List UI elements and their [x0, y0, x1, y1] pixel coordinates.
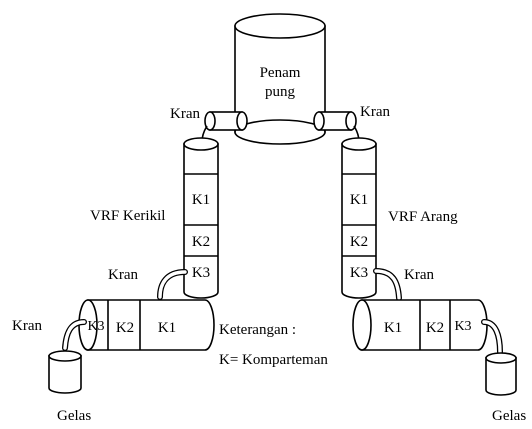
left-tube-k2: K2: [116, 320, 134, 336]
left-tube-k1: K1: [158, 320, 176, 336]
left-column-name: VRF Kerikil: [90, 208, 165, 224]
left-glass-label: Gelas: [57, 408, 91, 424]
right-column-k2: K2: [350, 234, 368, 250]
left-glass: [48, 350, 82, 394]
legend-text: K= Komparteman: [219, 352, 328, 368]
outlet-left-valve-label: Kran: [12, 318, 42, 334]
right-glass-label: Gelas: [492, 408, 526, 424]
top-right-valve: [313, 111, 357, 131]
mid-right-valve-label: Kran: [404, 267, 434, 283]
left-column-k3: K3: [192, 265, 210, 281]
left-column-k2: K2: [192, 234, 210, 250]
top-left-valve-label: Kran: [170, 106, 200, 122]
left-tube-k3: K3: [87, 319, 104, 334]
tank-label-line1: Penam: [260, 65, 301, 81]
mid-left-valve-label: Kran: [108, 267, 138, 283]
right-tube-k1: K1: [384, 320, 402, 336]
left-column-k1: K1: [192, 192, 210, 208]
storage-tank: Penam pung: [234, 13, 326, 145]
top-left-valve: [204, 111, 248, 131]
right-tube-k2: K2: [426, 320, 444, 336]
top-right-valve-label: Kran: [360, 104, 390, 120]
right-column-name: VRF Arang: [388, 209, 458, 225]
legend-title: Keterangan :: [219, 322, 296, 338]
right-column-k3: K3: [350, 265, 368, 281]
right-tube-k3: K3: [454, 319, 471, 334]
right-glass: [485, 352, 517, 396]
right-column: K1 K2 K3: [341, 137, 377, 299]
left-horizontal-tube: K3 K2 K1: [78, 299, 215, 351]
right-horizontal-tube: K1 K2 K3: [352, 299, 488, 351]
left-column: K1 K2 K3: [183, 137, 219, 299]
right-column-k1: K1: [350, 192, 368, 208]
tank-label-line2: pung: [265, 84, 296, 100]
